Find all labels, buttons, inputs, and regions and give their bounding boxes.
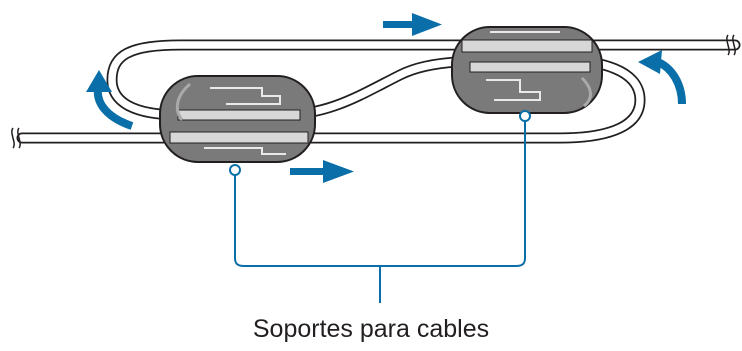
holder-groove-1 xyxy=(210,87,281,105)
leader-lines xyxy=(234,116,526,303)
cable-holder-left xyxy=(159,75,316,163)
holder-groove-1 xyxy=(486,79,541,101)
leader-point-left xyxy=(229,164,241,176)
cable-break-left xyxy=(11,127,21,149)
holder-slot-top xyxy=(177,109,301,121)
cable-holder-right xyxy=(451,26,603,114)
cable-break-right xyxy=(726,34,736,56)
arrow-right-bottom xyxy=(290,160,354,183)
direction-arrows xyxy=(290,13,442,183)
cable xyxy=(16,39,741,144)
holder-slot-bottom xyxy=(469,61,591,73)
arrow-curved-right xyxy=(638,50,686,105)
cable-core xyxy=(18,41,739,142)
leader-points xyxy=(229,110,531,176)
arrow-curved-left xyxy=(86,70,134,130)
holder-highlight xyxy=(580,76,592,108)
diagram-caption: Soportes para cables xyxy=(252,315,490,343)
arrow-right-top xyxy=(383,13,442,36)
holder-slot-top xyxy=(461,39,593,53)
holder-highlight xyxy=(175,82,192,121)
leader-point-right xyxy=(519,110,531,122)
holder-slot-bottom xyxy=(169,131,309,144)
holder-groove-2 xyxy=(204,147,286,155)
